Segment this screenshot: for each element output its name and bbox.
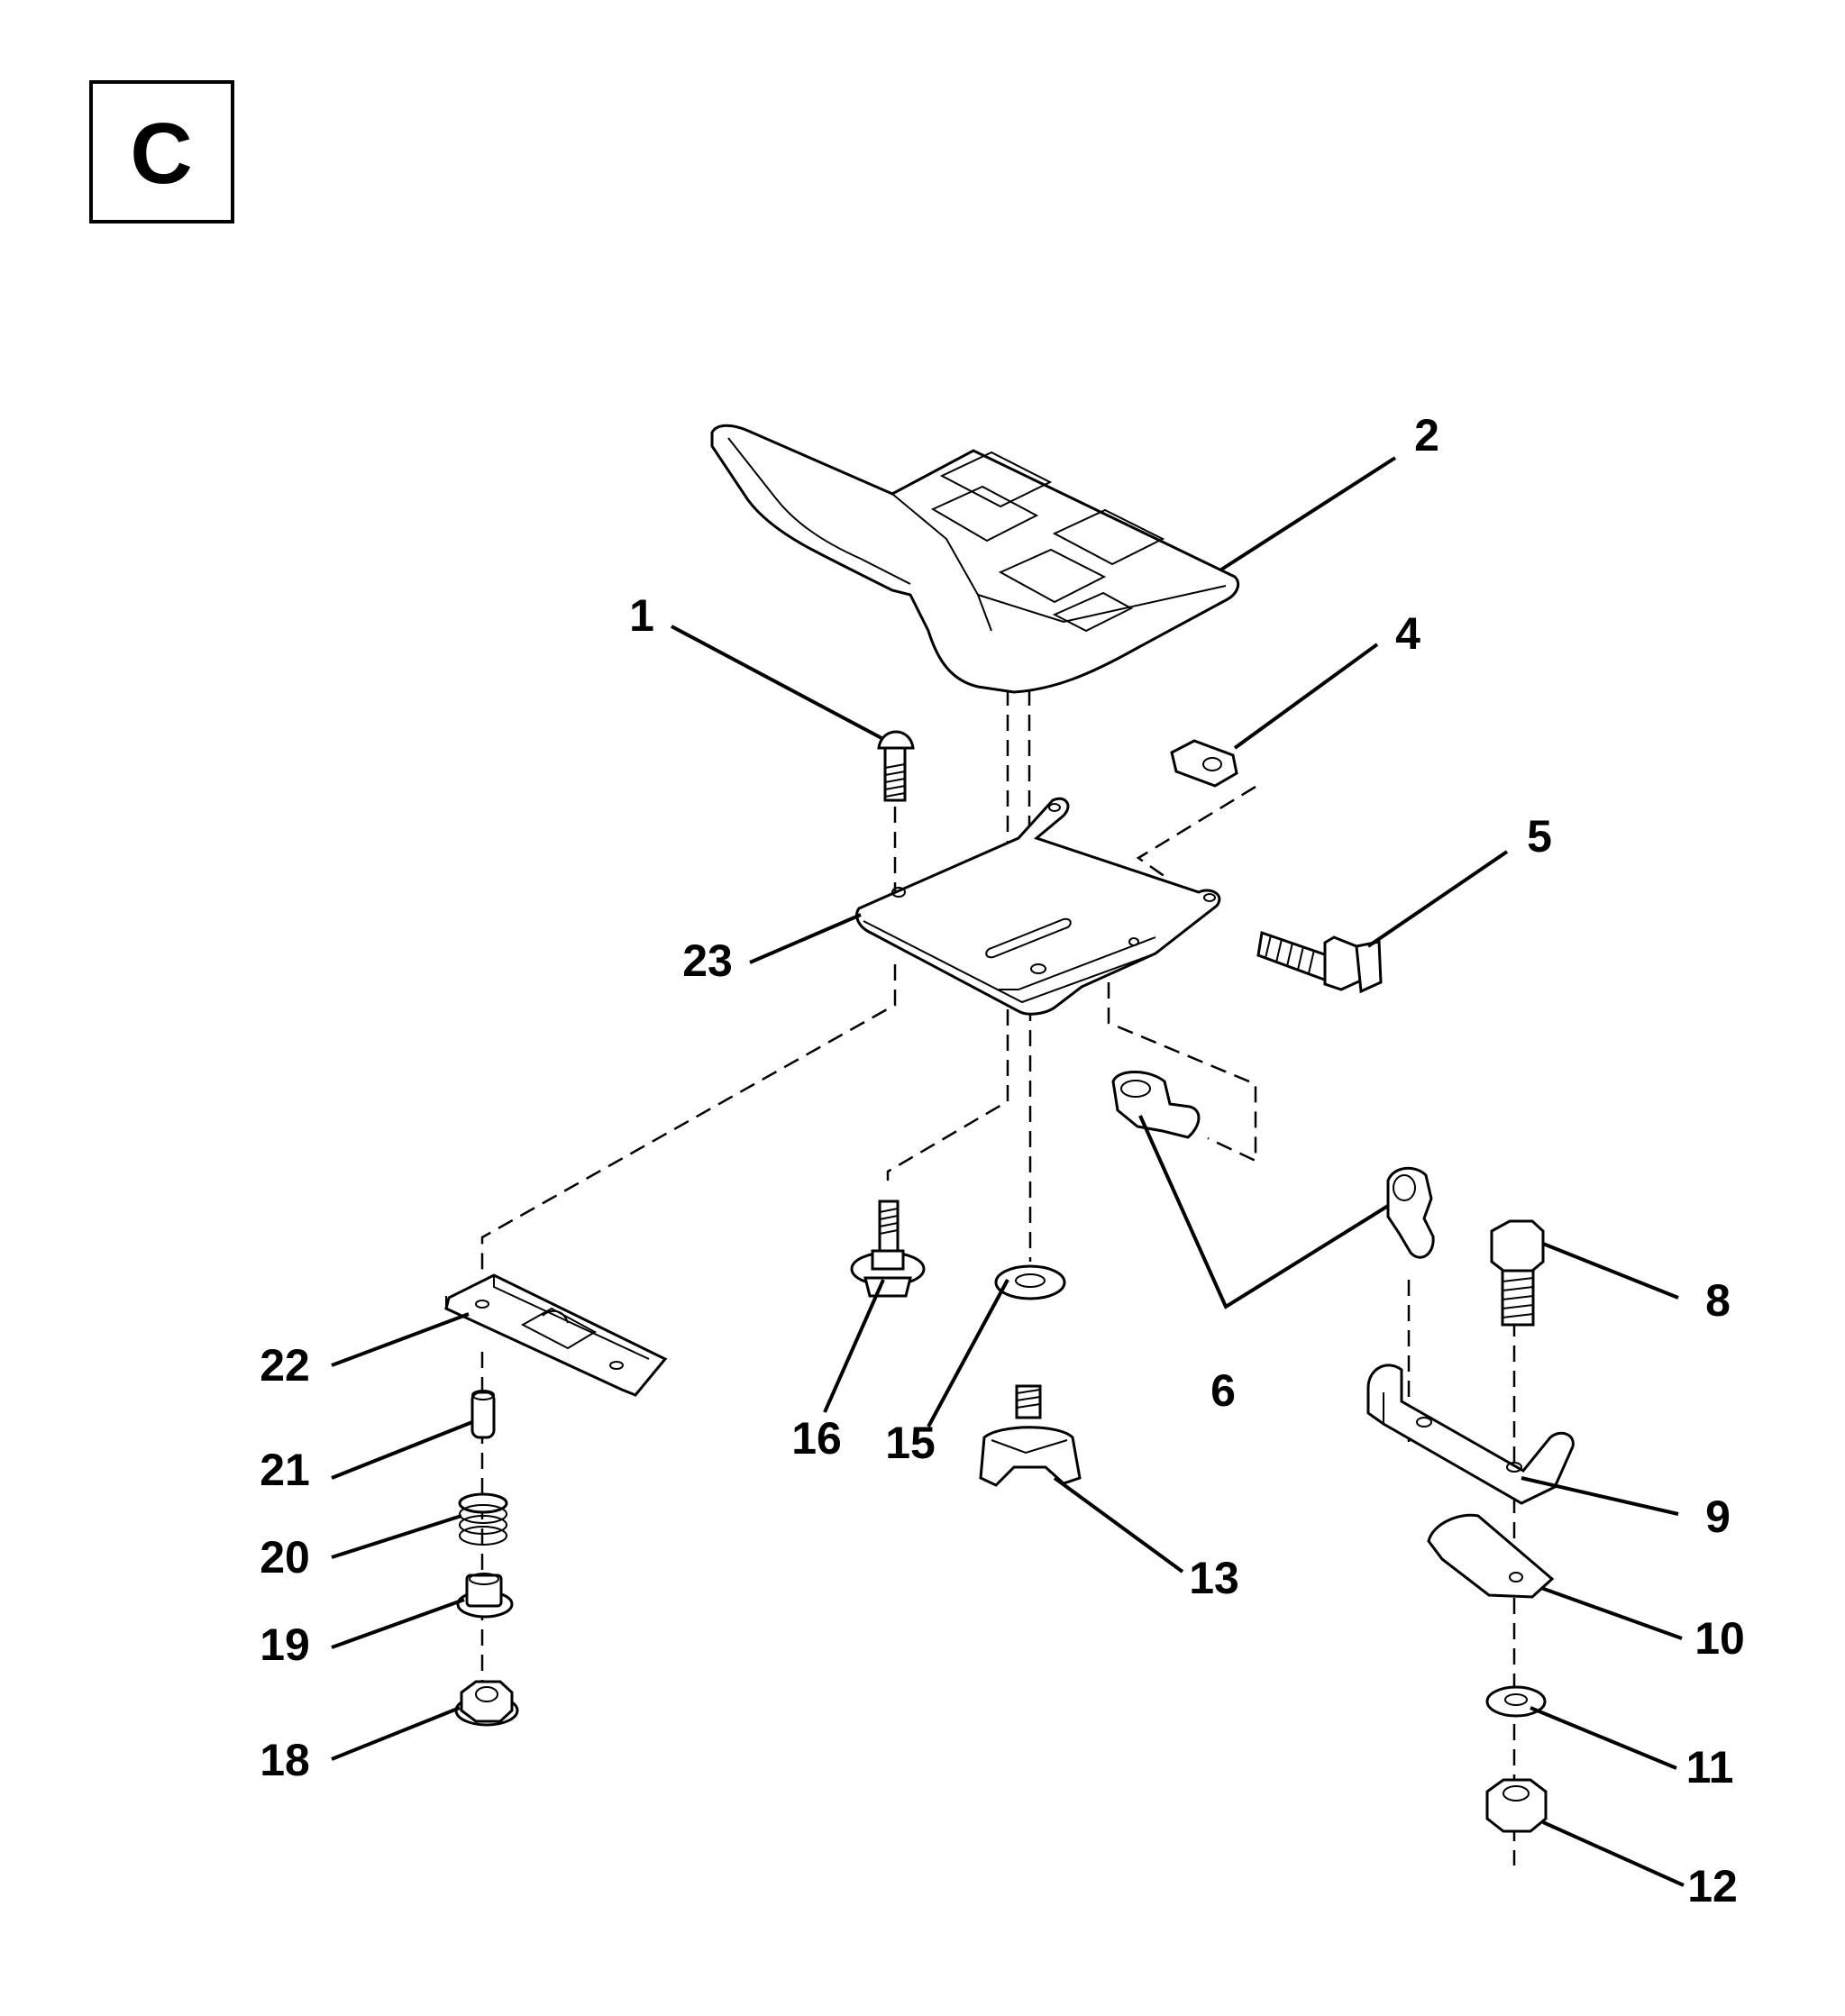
callout-21: 21 <box>260 1445 310 1495</box>
flat-washer-icon <box>994 1264 1066 1300</box>
callout-2: 2 <box>1414 410 1439 461</box>
bracket-icon <box>1366 1364 1575 1505</box>
callout-8: 8 <box>1705 1275 1731 1326</box>
seat-pan-bracket-icon <box>855 797 1221 1016</box>
section-letter: C <box>130 105 192 202</box>
spring-plate-icon <box>1427 1513 1555 1599</box>
hex-bolt-icon <box>1256 930 1383 994</box>
bushing-icon <box>456 1573 514 1619</box>
callout-15: 15 <box>885 1418 936 1468</box>
hex-nut-icon <box>1170 739 1238 788</box>
callout-20: 20 <box>260 1532 310 1583</box>
callout-16: 16 <box>791 1413 842 1464</box>
leader-lines <box>331 456 1685 1887</box>
spring-icon <box>458 1492 508 1546</box>
callout-23: 23 <box>682 935 733 986</box>
callout-22: 22 <box>260 1340 310 1391</box>
shoulder-bolt-icon <box>850 1200 926 1298</box>
callout-18: 18 <box>260 1735 310 1785</box>
seat-icon <box>710 424 1240 694</box>
slide-rail-icon <box>444 1273 668 1397</box>
callout-5: 5 <box>1527 811 1552 862</box>
callout-9: 9 <box>1705 1491 1731 1542</box>
hex-bolt-icon <box>1490 1219 1545 1327</box>
callout-19: 19 <box>260 1619 310 1670</box>
flange-nut-icon <box>454 1680 519 1727</box>
callout-13: 13 <box>1189 1553 1239 1603</box>
wire-clip-icon <box>1111 1071 1435 1259</box>
callout-11: 11 <box>1686 1742 1734 1793</box>
callout-6: 6 <box>1210 1365 1236 1416</box>
lock-nut-icon <box>1485 1778 1548 1833</box>
callout-labels: 2 1 4 5 23 6 8 9 10 11 12 13 15 16 18 19… <box>260 410 1745 1911</box>
callout-10: 10 <box>1694 1613 1745 1664</box>
carriage-bolt-icon <box>877 730 915 802</box>
section-marker: C <box>89 80 234 223</box>
pin-icon <box>470 1390 496 1439</box>
adjustment-knob-icon <box>979 1384 1082 1487</box>
callout-1: 1 <box>629 590 654 641</box>
callout-4: 4 <box>1395 608 1420 659</box>
callout-12: 12 <box>1687 1861 1738 1911</box>
